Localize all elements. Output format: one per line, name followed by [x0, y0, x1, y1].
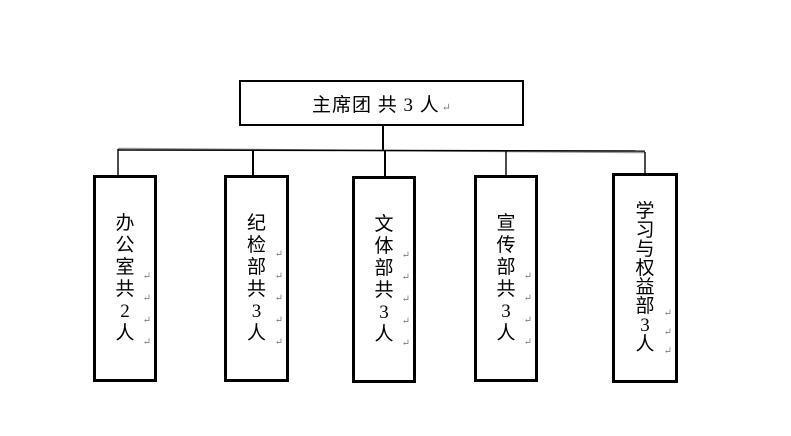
vertical-char: 室↵	[115, 256, 151, 282]
dept-box-culture-sports: 文体↵部↵共↵3↵人↵	[352, 176, 416, 383]
return-mark-icon: ↵	[142, 314, 151, 326]
root-box-presidium: 主席团 共 3 人↵	[239, 80, 524, 126]
vertical-char: 人↵	[635, 334, 672, 357]
dept-box-discipline-inspection: 纪检↵部↵共↵3↵人↵	[224, 175, 289, 382]
return-mark-icon: ↵	[142, 270, 151, 282]
vertical-char: 传	[496, 234, 516, 256]
vertical-char: 益	[635, 277, 655, 298]
vertical-char: 与	[635, 239, 655, 260]
vertical-char: 2↵	[120, 300, 151, 326]
dept-box-publicity: 宣传部↵共↵3↵人↵	[474, 175, 538, 382]
return-mark-icon: ↵	[401, 315, 410, 327]
vertical-char: 3↵	[379, 301, 410, 327]
return-mark-icon: ↵	[274, 336, 283, 348]
return-mark-icon: ↵	[274, 248, 283, 260]
vertical-char: 习	[635, 220, 655, 241]
return-mark-icon: ↵	[274, 314, 283, 326]
return-mark-icon: ↵	[274, 270, 283, 282]
vertical-char: 共↵	[496, 278, 532, 304]
vertical-char: 3↵	[501, 300, 532, 326]
return-mark-icon: ↵	[441, 101, 451, 114]
vertical-char: 体↵	[374, 235, 410, 261]
vertical-char: 人↵	[246, 322, 283, 348]
dept-box-study-rights: 学习与权益部↵3↵人↵	[612, 173, 678, 383]
vertical-char: 宣	[496, 212, 516, 234]
vertical-char: 学	[635, 201, 655, 222]
return-mark-icon: ↵	[663, 346, 672, 357]
return-mark-icon: ↵	[663, 308, 672, 319]
return-mark-icon: ↵	[523, 292, 532, 304]
return-mark-icon: ↵	[401, 271, 410, 283]
vertical-char: 部↵	[246, 256, 283, 282]
vertical-char: 文	[374, 213, 394, 235]
vertical-char: 权	[635, 258, 655, 279]
vertical-char: 人↵	[374, 323, 410, 349]
vertical-char: 部↵	[635, 296, 672, 319]
vertical-char: 办	[115, 212, 135, 234]
return-mark-icon: ↵	[401, 249, 410, 261]
root-box-label: 主席团 共 3 人	[312, 94, 440, 116]
vertical-char: 人↵	[115, 322, 151, 348]
vertical-char: 3↵	[251, 300, 283, 326]
return-mark-icon: ↵	[523, 336, 532, 348]
return-mark-icon: ↵	[401, 293, 410, 305]
vertical-char: 检↵	[246, 234, 283, 260]
vertical-char: 共↵	[115, 278, 151, 304]
return-mark-icon: ↵	[274, 292, 283, 304]
connector-horizontal	[117, 149, 646, 152]
connector-horizontal-gray	[117, 147, 646, 154]
vertical-char: 纪	[246, 212, 266, 234]
return-mark-icon: ↵	[523, 270, 532, 282]
return-mark-icon: ↵	[142, 336, 151, 348]
vertical-char: 3↵	[640, 315, 672, 338]
return-mark-icon: ↵	[663, 327, 672, 338]
vertical-char: 部↵	[496, 256, 532, 282]
return-mark-icon: ↵	[523, 314, 532, 326]
vertical-char: 人↵	[496, 322, 532, 348]
vertical-char: 公	[115, 234, 135, 256]
vertical-char: 共↵	[374, 279, 410, 305]
dept-box-office: 办公室↵共↵2↵人↵	[93, 175, 157, 382]
return-mark-icon: ↵	[401, 337, 410, 349]
return-mark-icon: ↵	[142, 292, 151, 304]
vertical-char: 部↵	[374, 257, 410, 283]
vertical-char: 共↵	[246, 278, 283, 304]
